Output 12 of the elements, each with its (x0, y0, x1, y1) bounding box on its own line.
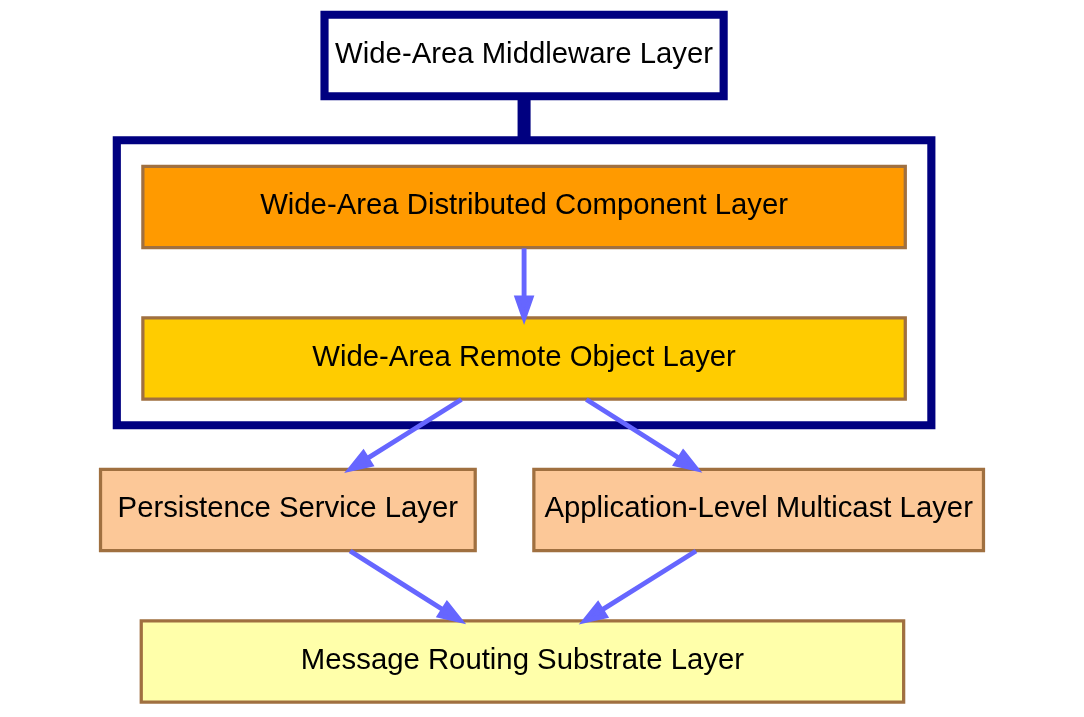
node-box: Application-Level Multicast Layer (532, 467, 986, 553)
node-box: Message Routing Substrate Layer (139, 619, 906, 704)
node-box: Wide-Area Remote Object Layer (141, 316, 907, 401)
cluster (112, 136, 936, 430)
arrow (578, 548, 698, 625)
node-box: Persistence Service Layer (98, 467, 477, 553)
arrow (348, 548, 467, 625)
arrow (344, 397, 463, 474)
node-box: Wide-Area Distributed Component Layer (141, 164, 907, 250)
arrow (513, 248, 535, 325)
arrow (585, 397, 703, 473)
node-box: Wide-Area Middleware Layer (320, 10, 728, 101)
